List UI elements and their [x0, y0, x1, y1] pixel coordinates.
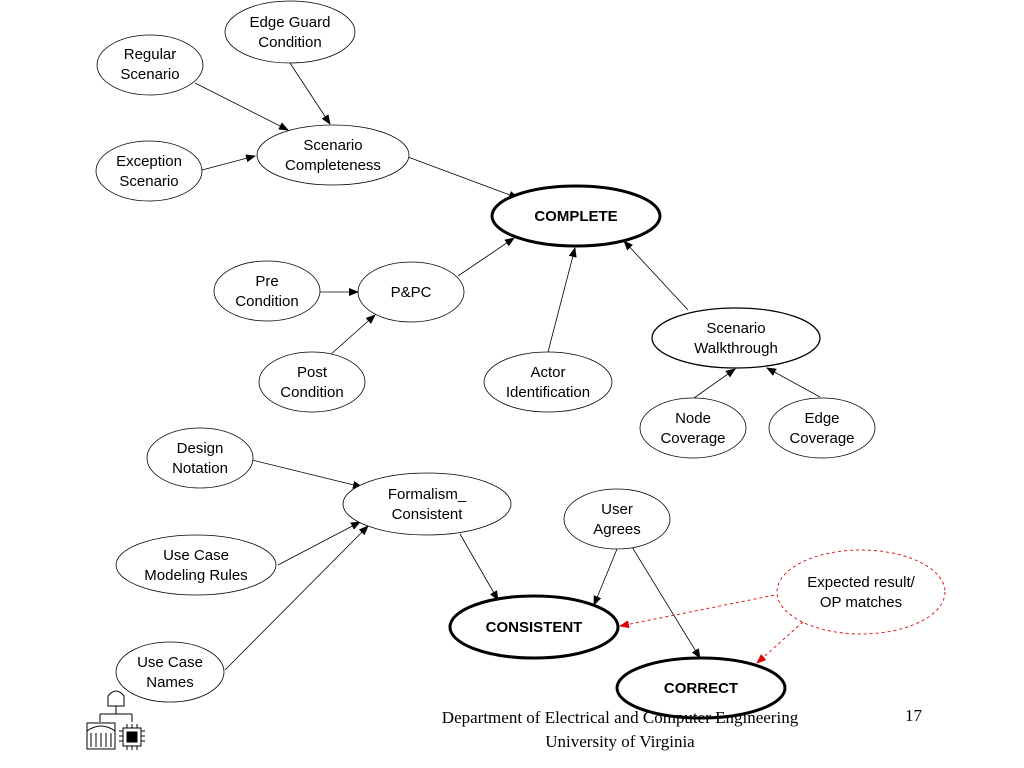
edge-walkthrough-to-complete	[623, 240, 689, 311]
footer-department: Department of Electrical and Computer En…	[441, 708, 799, 727]
edge-user-to-correct	[631, 546, 701, 659]
edge-completeness-to-complete	[407, 156, 519, 199]
edges	[194, 62, 821, 671]
edge-expected-to-consistent	[619, 593, 781, 629]
edge-ucrules-to-formalism	[277, 521, 361, 566]
svg-text:Formalism_Consistent: Formalism_Consistent	[388, 486, 467, 523]
edge-ucnames-to-formalism	[224, 525, 369, 671]
edge-design-to-formalism	[251, 459, 363, 489]
node-correct: CORRECT	[615, 656, 787, 720]
edge-node-cov-to-walkthrough	[693, 368, 736, 399]
edge-user-to-consistent	[593, 548, 618, 606]
footer-university: University of Virginia	[545, 732, 695, 751]
node-consistent: CONSISTENT	[448, 594, 620, 660]
edge-post-to-ppc	[329, 314, 376, 356]
edge-actor-to-complete	[547, 247, 577, 353]
footer-institution: Department of Electrical and Computer En…	[380, 706, 860, 754]
edge-edge-cov-to-walkthrough	[766, 367, 821, 398]
edge-regular-to-completeness	[194, 82, 289, 131]
edge-expected-to-correct	[756, 621, 804, 664]
svg-text:P&PC: P&PC	[391, 284, 432, 301]
edge-ppc-to-complete	[457, 237, 515, 277]
svg-text:CONSISTENT: CONSISTENT	[486, 619, 583, 636]
svg-text:Expected result/OP matches: Expected result/OP matches	[807, 574, 915, 611]
edge-edge-guard-to-completeness	[289, 62, 331, 125]
node-complete: COMPLETE	[490, 184, 662, 248]
svg-text:CORRECT: CORRECT	[664, 680, 738, 697]
page-number: 17	[905, 706, 922, 725]
node-expected-result: Expected result/OP matches	[776, 549, 946, 635]
node-formalism-consistent: Formalism_Consistent	[342, 472, 512, 536]
edge-exception-to-completeness	[201, 154, 256, 171]
svg-text:COMPLETE: COMPLETE	[534, 208, 617, 225]
edge-formalism-to-consistent	[459, 533, 499, 601]
dashed-edges	[619, 593, 804, 664]
university-engineering-logo	[86, 690, 145, 750]
node-ppc: P&PC	[357, 261, 465, 323]
